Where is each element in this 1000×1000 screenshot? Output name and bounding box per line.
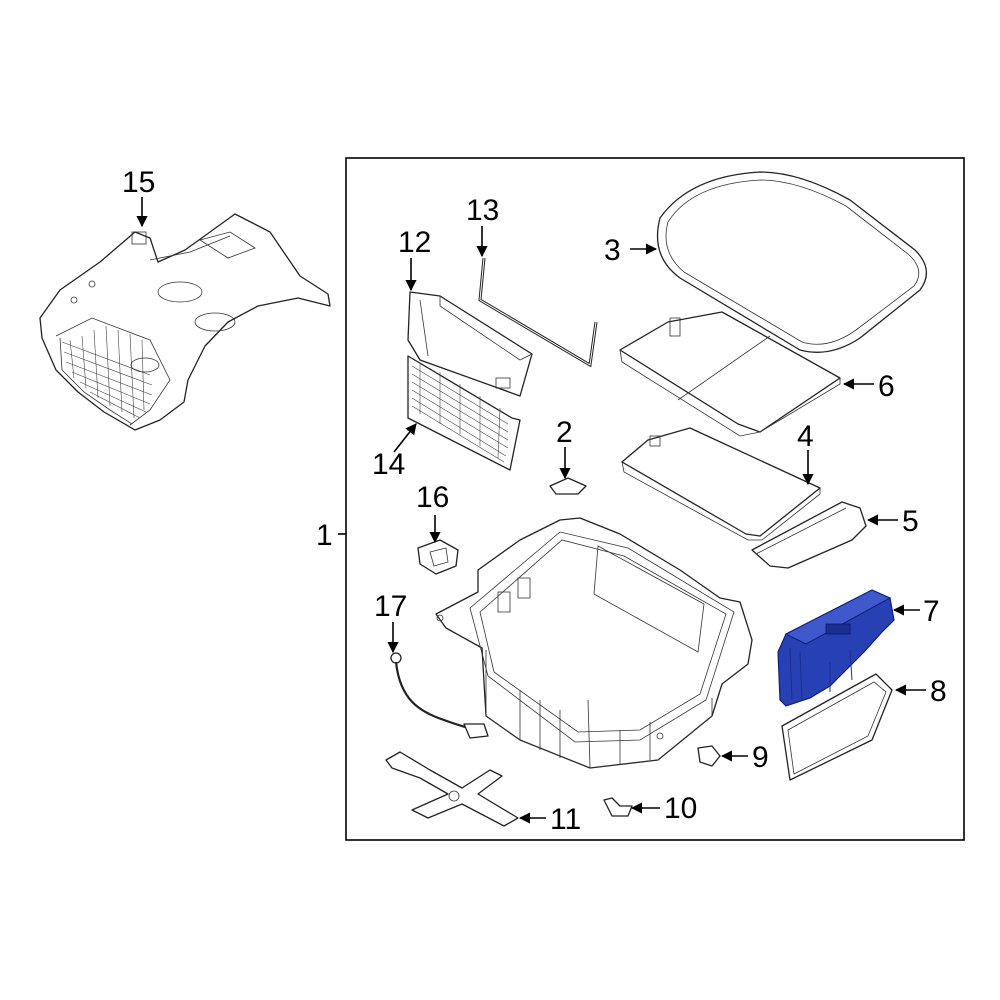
callout-9: 9 — [752, 741, 769, 774]
part-12-storage-bin[interactable] — [407, 291, 533, 397]
callout-14: 14 — [372, 448, 405, 481]
part-10-clip[interactable] — [603, 797, 633, 817]
callout-8: 8 — [930, 675, 947, 708]
assembly-frame — [345, 157, 965, 841]
callout-16: 16 — [416, 481, 449, 514]
callout-5: 5 — [902, 505, 919, 538]
callout-6: 6 — [878, 370, 895, 403]
callout-17: 17 — [374, 590, 407, 623]
part-15-trim-panel[interactable] — [39, 213, 331, 431]
part-6-tray[interactable] — [619, 311, 841, 437]
callout-15: 15 — [122, 166, 155, 199]
part-7-highlighted-panel[interactable] — [777, 589, 895, 707]
part-17-wire-harness[interactable] — [390, 652, 489, 739]
part-14-grille[interactable] — [407, 355, 521, 471]
part-11-cross-bracket[interactable] — [385, 751, 519, 827]
callout-12: 12 — [398, 226, 431, 259]
callout-1: 1 — [316, 519, 333, 552]
part-1-main-tub[interactable] — [435, 517, 753, 769]
part-8-gasket[interactable] — [781, 673, 893, 781]
part-9-bracket[interactable] — [697, 745, 721, 767]
leader-lines — [136, 197, 926, 824]
callout-4: 4 — [797, 420, 814, 453]
callout-3: 3 — [604, 234, 621, 267]
callout-10: 10 — [664, 792, 697, 825]
callout-11: 11 — [550, 803, 581, 836]
callout-13: 13 — [466, 194, 499, 227]
callout-labels: 1 2 3 4 5 6 7 8 9 10 11 12 13 14 15 16 1… — [122, 166, 947, 836]
part-5-cover[interactable] — [751, 501, 867, 569]
callout-7: 7 — [923, 595, 940, 628]
part-16-plug[interactable] — [417, 539, 459, 575]
part-3-seal[interactable] — [656, 171, 927, 353]
part-2-clip[interactable] — [549, 477, 587, 495]
callout-2: 2 — [556, 416, 573, 449]
callout-14-arrow — [393, 423, 417, 453]
part-4-floor-panel[interactable] — [621, 427, 821, 541]
